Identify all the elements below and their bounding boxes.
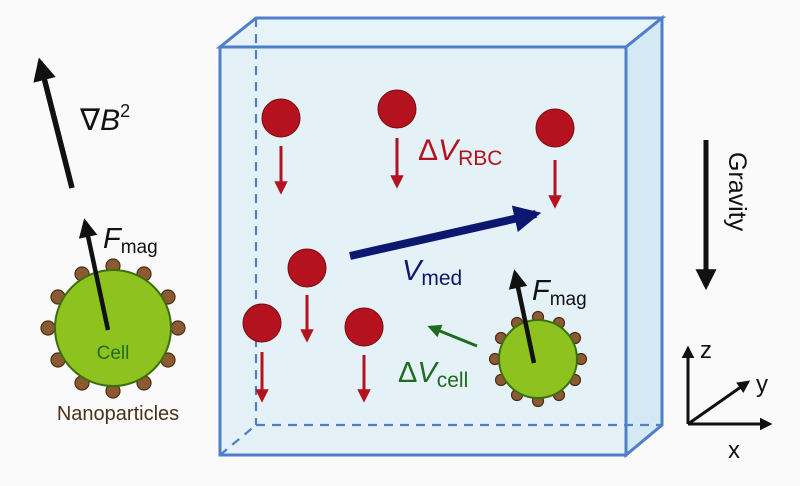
field-gradient-text: ∇B xyxy=(79,104,120,137)
magnetic-force-label-left: Fmag xyxy=(103,223,158,258)
coordinate-axes: z y x xyxy=(681,337,773,464)
red-blood-cells xyxy=(242,89,575,403)
force-subscript-right: mag xyxy=(550,289,587,310)
magnetic-force-arrow-right xyxy=(508,269,537,364)
chamber-hidden-edge-depth xyxy=(219,424,257,456)
magnetic-force-label-right: Fmag xyxy=(532,275,587,310)
cell-v: V xyxy=(417,357,439,389)
field-gradient-arrow xyxy=(33,57,75,189)
axis-y-label: y xyxy=(756,371,768,398)
cell-body xyxy=(54,269,172,387)
medium-flow-label: Vmed xyxy=(402,255,462,290)
force-symbol-right: F xyxy=(532,275,552,307)
flow-v: V xyxy=(402,255,424,287)
nanoparticle xyxy=(40,320,56,336)
axis-z-label: z xyxy=(700,337,712,364)
magnetic-force-arrow-left xyxy=(78,218,111,331)
cell-delta: Δ xyxy=(398,357,417,389)
axis-y-arrow xyxy=(687,380,751,426)
red-blood-cell xyxy=(261,98,301,138)
force-symbol: F xyxy=(103,223,123,255)
chamber-right-face xyxy=(624,14,664,459)
rbc-delta: Δ xyxy=(418,134,438,167)
cell-velocity-arrow xyxy=(427,324,478,348)
medium-flow-arrow xyxy=(349,205,542,260)
flow-subscript: med xyxy=(421,267,462,290)
red-blood-cell xyxy=(377,89,417,129)
labeled-cell-in-chamber xyxy=(488,310,588,408)
rbc-subscript: RBC xyxy=(458,147,502,170)
nanoparticles-label: Nanoparticles xyxy=(57,403,179,425)
rbc-v: V xyxy=(438,134,461,167)
cell-subscript: cell xyxy=(437,369,469,392)
red-blood-cell xyxy=(287,248,327,288)
red-blood-cell xyxy=(344,307,384,347)
gravity-label: Gravity xyxy=(723,152,751,232)
cell-label: Cell xyxy=(97,343,130,364)
field-gradient-label: ∇B2 xyxy=(79,101,130,137)
force-subscript: mag xyxy=(121,237,158,258)
cell-body-right xyxy=(498,319,578,399)
red-blood-cell xyxy=(242,303,282,343)
field-gradient-superscript: 2 xyxy=(120,101,130,121)
chamber-top-face xyxy=(215,16,667,49)
rbc-velocity-label: ΔVRBC xyxy=(418,134,502,170)
labeled-cell: Cell xyxy=(40,258,186,399)
red-blood-cell xyxy=(535,108,575,148)
axis-x-label: x xyxy=(728,437,740,464)
cell-velocity-label: ΔVcell xyxy=(398,357,468,392)
nanoparticle xyxy=(170,320,186,336)
